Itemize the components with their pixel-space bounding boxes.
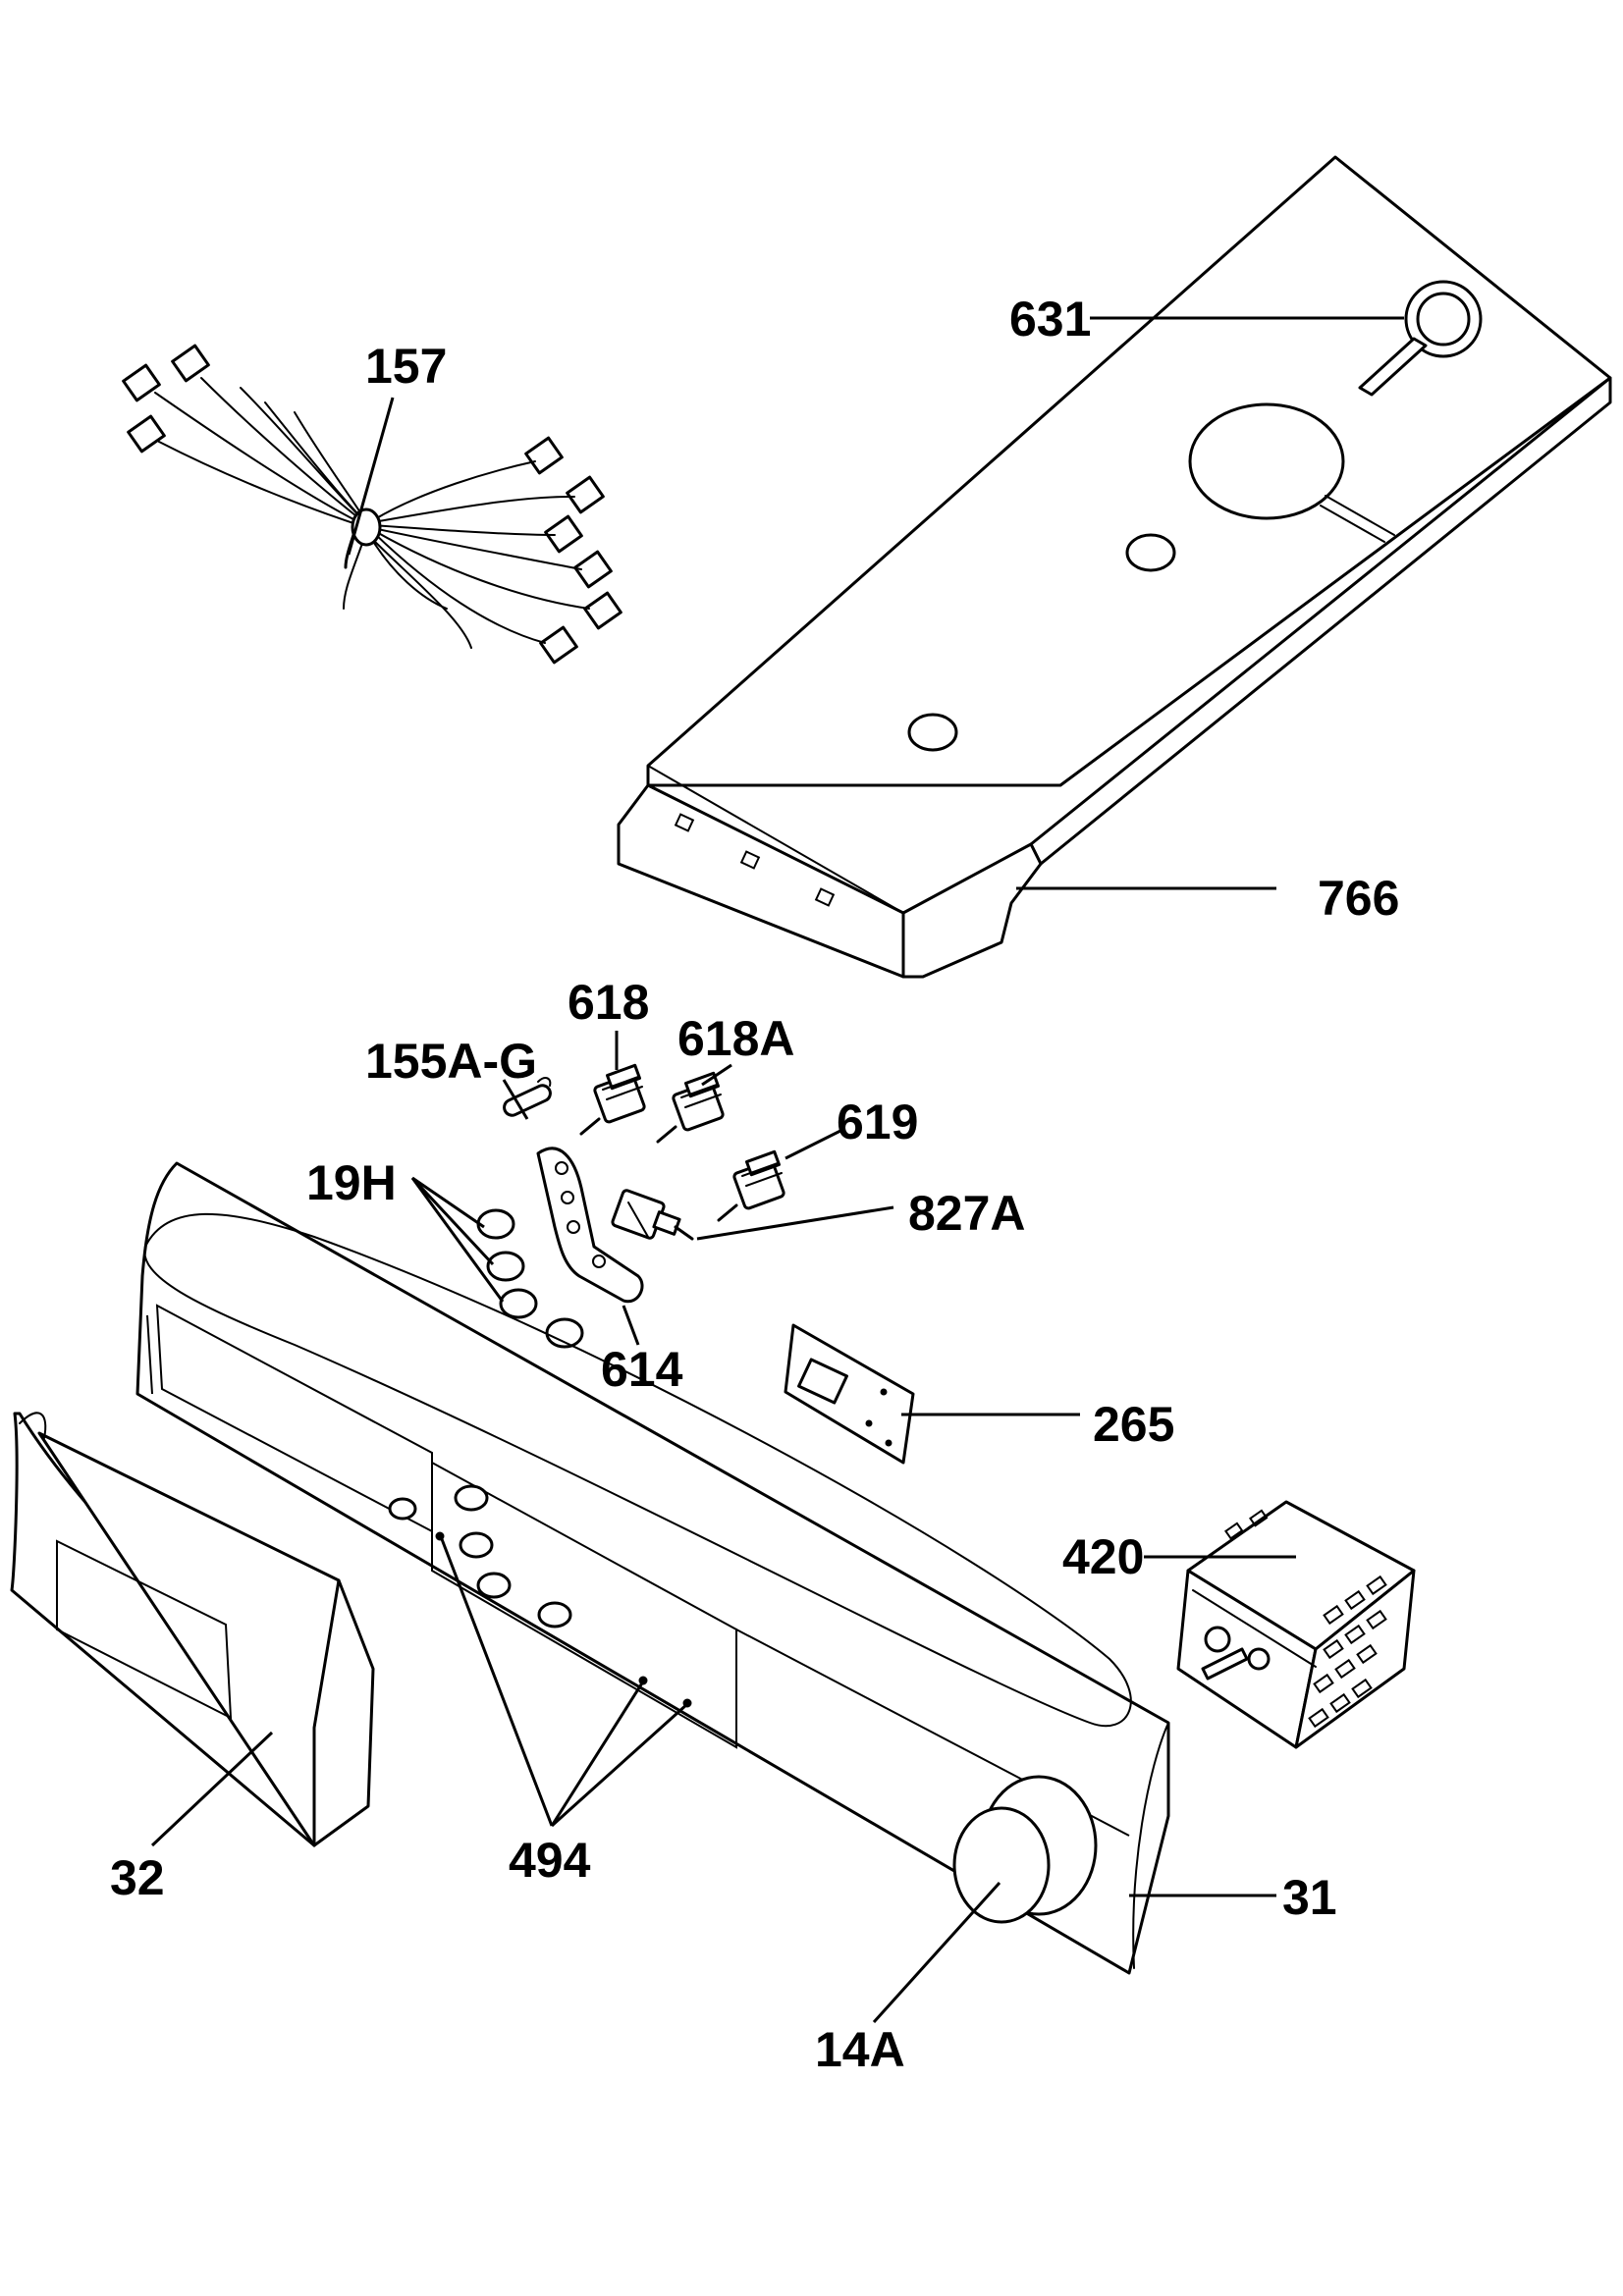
part-155A-G-lamp <box>503 1077 552 1117</box>
callout-31: 31 <box>1282 1870 1337 1925</box>
leader-614 <box>622 1305 640 1346</box>
callout-labels: 631 157 766 618 618A 155A-G 619 19H 827A… <box>110 292 1399 2077</box>
part-827A-switch <box>611 1189 694 1241</box>
callout-14A: 14A <box>815 2022 905 2077</box>
part-618A-switch <box>656 1071 725 1144</box>
leader-19H-b <box>410 1176 495 1266</box>
callout-631: 631 <box>1009 292 1091 347</box>
callout-265: 265 <box>1093 1397 1174 1452</box>
part-265-circuit-board <box>784 1323 915 1465</box>
leader-157 <box>347 397 395 556</box>
leader-494-c <box>550 1702 689 1828</box>
callout-618A: 618A <box>677 1011 795 1066</box>
callout-827A: 827A <box>908 1186 1026 1241</box>
callout-618: 618 <box>568 975 649 1030</box>
callout-19H: 19H <box>306 1155 397 1210</box>
callout-619: 619 <box>837 1095 918 1149</box>
part-14A-knob <box>952 1775 1098 1924</box>
leader-494-b <box>550 1681 645 1827</box>
callout-494: 494 <box>509 1833 591 1888</box>
leader-618A <box>701 1063 732 1087</box>
part-618-switch <box>579 1063 646 1136</box>
part-157-wire-harness <box>122 344 622 665</box>
leader-19H-c <box>410 1177 505 1303</box>
callout-32: 32 <box>110 1850 165 1905</box>
callout-155AG: 155A-G <box>365 1034 537 1089</box>
leader-827A <box>696 1205 894 1241</box>
leader-155AG <box>502 1079 529 1120</box>
leader-494-a <box>440 1538 554 1827</box>
leader-14A <box>872 1881 1001 2024</box>
part-32-drawer-front <box>10 1412 375 1847</box>
part-619-switch <box>717 1149 785 1222</box>
leader-32 <box>150 1731 274 1847</box>
leader-lines <box>150 316 1404 2024</box>
leader-19H-a <box>411 1176 485 1229</box>
part-31-control-panel <box>135 1161 1170 1975</box>
callout-766: 766 <box>1318 871 1399 926</box>
part-614-bracket <box>536 1147 644 1304</box>
leader-619 <box>784 1127 845 1160</box>
callout-157: 157 <box>365 339 447 394</box>
callout-614: 614 <box>601 1342 683 1397</box>
part-766-console-housing <box>617 155 1612 979</box>
callout-420: 420 <box>1062 1529 1144 1584</box>
part-420-timer <box>1176 1500 1416 1749</box>
